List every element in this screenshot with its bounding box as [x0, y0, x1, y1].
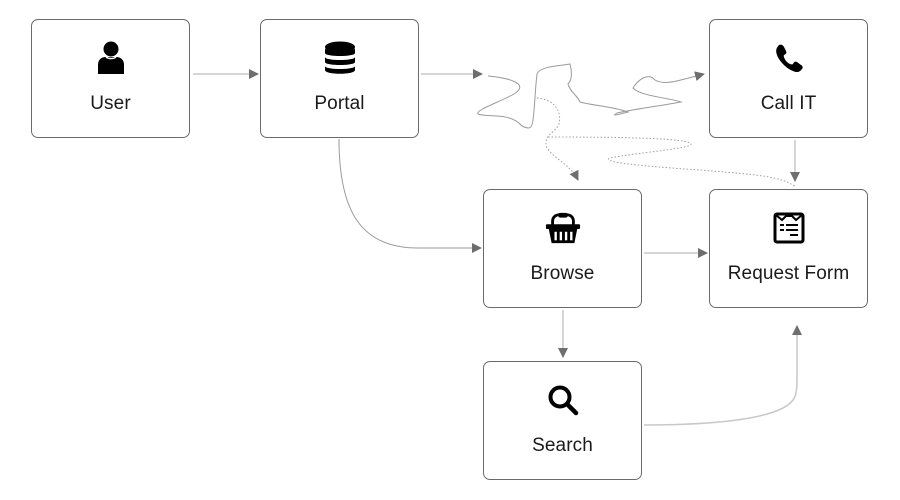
search-icon: [545, 382, 581, 418]
phone-icon: [771, 40, 807, 76]
edge-portal-browse-dotted[interactable]: [536, 97, 579, 181]
edge-portal-browse-curved[interactable]: [338, 138, 482, 253]
node-portal[interactable]: Portal: [260, 19, 419, 138]
node-label: User: [90, 93, 131, 114]
edge-portal-callit-wavy[interactable]: [477, 63, 705, 129]
node-search[interactable]: Search: [483, 361, 642, 480]
node-label: Browse: [530, 263, 595, 284]
node-label: Search: [532, 435, 593, 456]
shopping-basket-icon: [545, 210, 581, 246]
node-label: Call IT: [760, 93, 817, 114]
edge-search-requestform[interactable]: [643, 325, 802, 426]
node-label: Portal: [314, 93, 365, 114]
node-browse[interactable]: Browse: [483, 189, 642, 308]
node-user[interactable]: User: [31, 19, 190, 138]
form-icon: [771, 210, 807, 246]
edge-portal-requestform-dotted[interactable]: [547, 136, 797, 188]
user-icon: [93, 40, 129, 76]
node-request-form[interactable]: Request Form: [709, 189, 868, 308]
database-icon: [322, 40, 358, 76]
node-call-it[interactable]: Call IT: [709, 19, 868, 138]
node-label: Request Form: [727, 263, 850, 284]
